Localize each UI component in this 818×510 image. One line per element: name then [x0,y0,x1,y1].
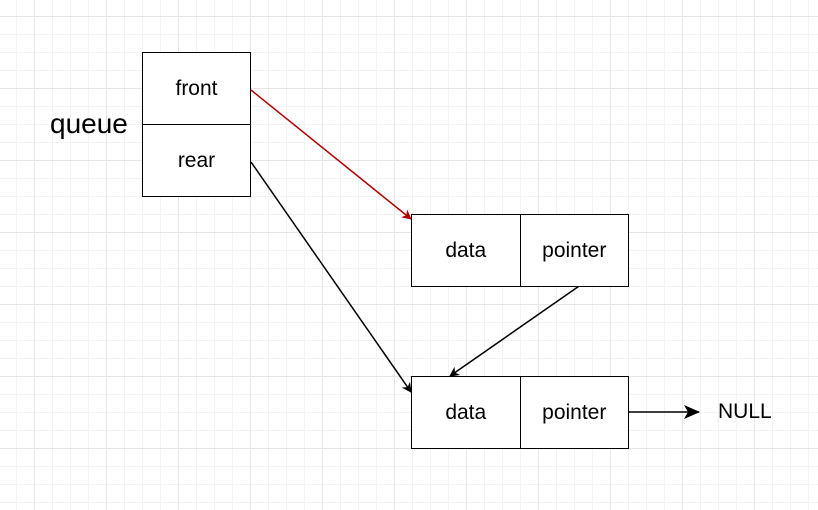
queue-label: queue [50,108,128,139]
front-to-node1-arrow [250,89,412,220]
node1-pointer-field: pointer [519,215,629,286]
list-node-2: data pointer [411,376,629,449]
node1-data-field: data [445,238,487,262]
rear-to-node2-arrow [250,161,412,393]
list-node-1: data pointer [411,214,629,287]
node2-data-field: data [445,400,487,424]
node2-pointer-field: pointer [519,377,629,448]
queue-front-field: front [175,76,218,100]
null-label: NULL [718,400,772,423]
queue-rear-field: rear [143,124,250,196]
queue-struct-box: front rear [142,52,251,197]
